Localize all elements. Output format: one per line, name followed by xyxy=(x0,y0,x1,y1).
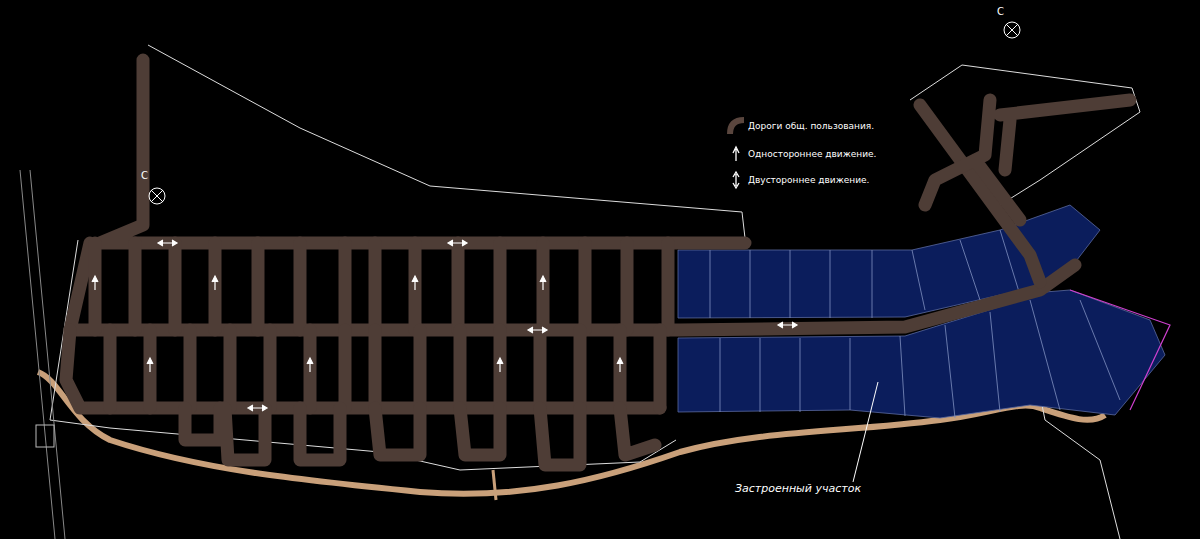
callout-label: Застроенный участок xyxy=(733,482,863,495)
field-symbol xyxy=(36,425,54,447)
stream xyxy=(493,470,496,500)
swatch-shape xyxy=(733,147,739,161)
legend-text: Дороги общ. пользования. xyxy=(748,121,874,131)
legend-row: Дороги общ. пользования. xyxy=(726,116,874,136)
external-road xyxy=(20,170,65,539)
road-swatch xyxy=(726,116,746,136)
north-label: С xyxy=(141,170,148,181)
swatch-shape xyxy=(733,172,739,188)
boundary xyxy=(148,45,745,238)
legend-text: Одностороннее движение. xyxy=(748,149,876,159)
north-symbol xyxy=(149,22,1020,204)
legend-text: Двустороннее движение. xyxy=(748,175,869,185)
two-way-arrow xyxy=(726,170,746,190)
legend-row: Одностороннее движение. xyxy=(726,144,876,164)
built-area xyxy=(678,205,1165,418)
legend-row: Двустороннее движение. xyxy=(726,170,869,190)
traffic-arrows xyxy=(92,240,797,411)
leader-line xyxy=(852,382,878,486)
one-way-arrow xyxy=(726,144,746,164)
roads xyxy=(66,60,1130,465)
north-label: С xyxy=(997,6,1004,17)
swatch-shape xyxy=(730,120,744,134)
red-line xyxy=(1070,290,1170,410)
boundary xyxy=(50,240,676,470)
